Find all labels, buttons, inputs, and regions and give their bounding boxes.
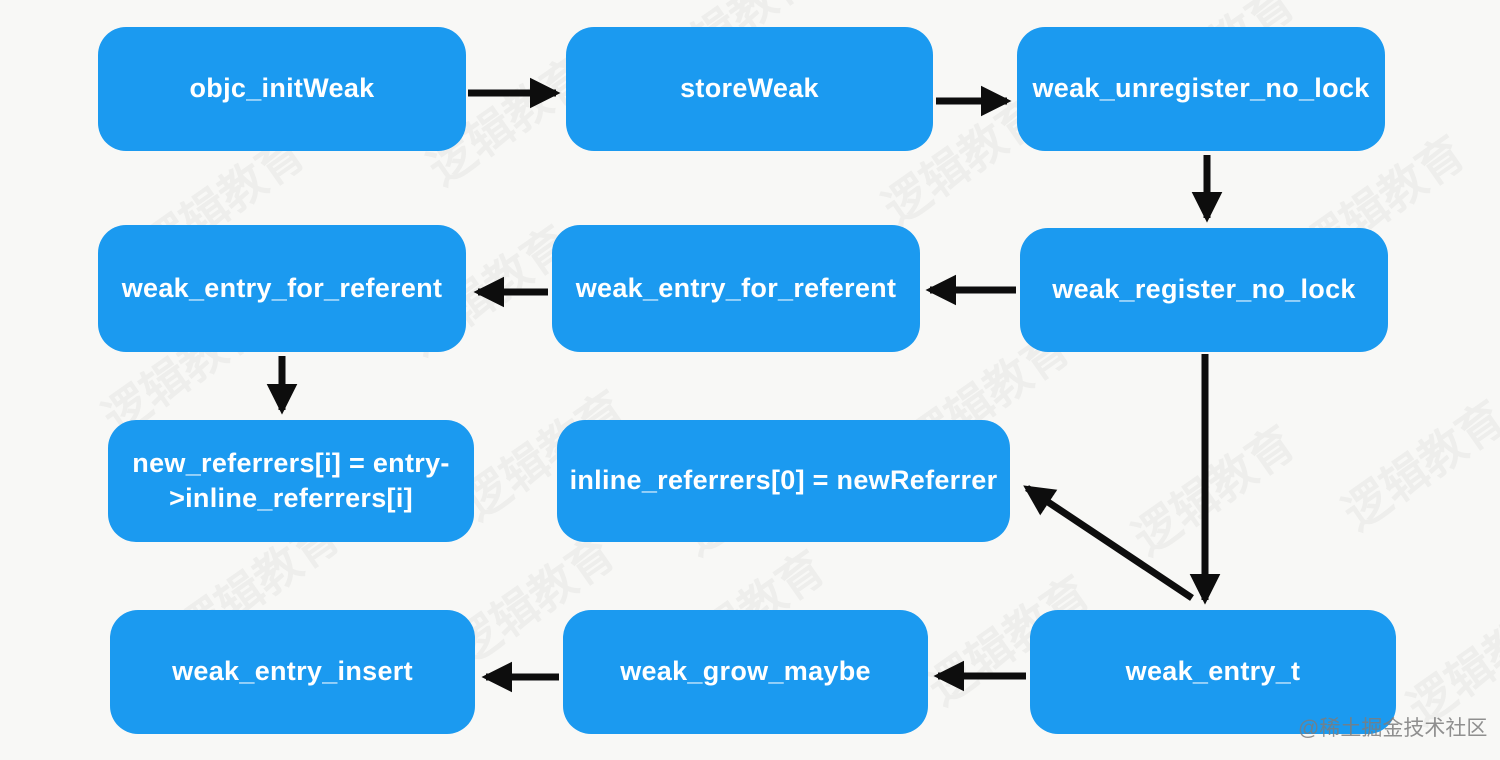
node-label: inline_referrers[0] = newReferrer	[569, 465, 998, 496]
node-label: weak_unregister_no_lock	[1032, 73, 1370, 104]
juejin-watermark: @稀土掘金技术社区	[1298, 717, 1488, 740]
node-weak-unregister-no-lock: weak_unregister_no_lock	[1017, 27, 1385, 151]
node-weak-entry-for-referent-left: weak_entry_for_referent	[98, 225, 466, 352]
background-watermark: 逻辑教育	[1333, 391, 1500, 540]
node-label: weak_entry_t	[1125, 656, 1301, 687]
node-label: storeWeak	[680, 73, 819, 104]
node-weak-register-no-lock: weak_register_no_lock	[1020, 228, 1388, 352]
node-label-line2: >inline_referrers[i]	[169, 483, 413, 513]
node-inline-referrers-assignment: inline_referrers[0] = newReferrer	[557, 420, 1010, 542]
node-weak-entry-for-referent-mid: weak_entry_for_referent	[552, 225, 920, 352]
node-weak-entry-t: weak_entry_t	[1030, 610, 1396, 734]
node-new-referrers-assignment: new_referrers[i] = entry- >inline_referr…	[108, 420, 474, 542]
node-label: weak_entry_insert	[172, 656, 413, 687]
node-label: weak_grow_maybe	[620, 656, 871, 687]
node-label-line1: new_referrers[i] = entry-	[132, 447, 450, 478]
background-watermark: 逻辑教育	[1123, 416, 1304, 565]
node-label: weak_entry_for_referent	[121, 272, 443, 303]
node-label: weak_entry_for_referent	[575, 272, 897, 303]
node-label: objc_initWeak	[189, 73, 375, 104]
node-weak-grow-maybe: weak_grow_maybe	[563, 610, 928, 734]
node-storeweak: storeWeak	[566, 27, 933, 151]
node-label: weak_register_no_lock	[1052, 274, 1356, 305]
node-objc-initweak: objc_initWeak	[98, 27, 466, 151]
node-weak-entry-insert: weak_entry_insert	[110, 610, 475, 734]
